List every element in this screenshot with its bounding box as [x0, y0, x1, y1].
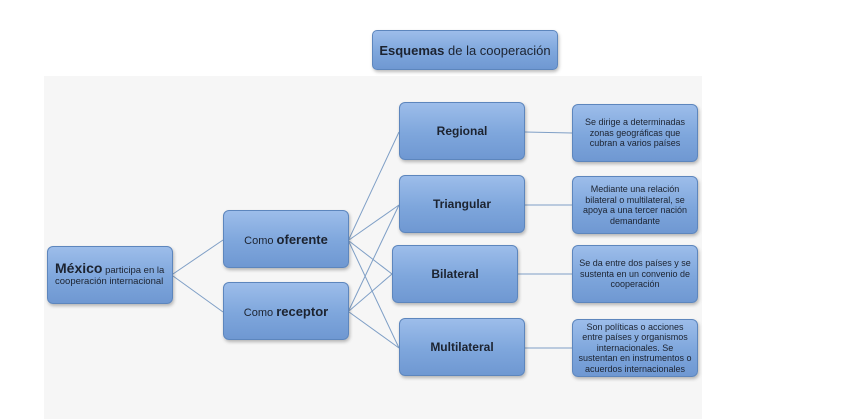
- desc-node-bilateral: Se da entre dos países y se sustenta en …: [572, 245, 698, 303]
- scheme-node-bilateral: Bilateral: [392, 245, 518, 303]
- role-node-receptor: Como receptor: [223, 282, 349, 340]
- role-oferente-prefix: Como: [244, 234, 277, 247]
- desc-triangular-text: Mediante una relación bilateral o multil…: [582, 184, 688, 226]
- role-node-oferente: Como oferente: [223, 210, 349, 268]
- connector-oferente-regional: [348, 131, 400, 240]
- root-node-mexico: México participa en la cooperación inter…: [47, 246, 173, 304]
- desc-bilateral-text: Se da entre dos países y se sustenta en …: [579, 258, 691, 290]
- connector-receptor-bilateral: [348, 273, 393, 312]
- scheme-node-multilateral: Multilateral: [399, 318, 525, 376]
- role-receptor-prefix: Como: [243, 306, 277, 319]
- scheme-node-triangular: Triangular: [399, 175, 525, 233]
- root-node-bold: México: [55, 260, 103, 276]
- connector-regional-desc: [524, 131, 573, 134]
- scheme-node-regional: Regional: [399, 102, 525, 160]
- diagram-title-rest: de la cooperación: [444, 42, 551, 58]
- scheme-bilateral-label: Bilateral: [431, 267, 479, 281]
- connector-oferente-triangular: [348, 204, 400, 241]
- connector-receptor-multilateral: [348, 311, 400, 349]
- root-node-rest: participa en la cooperación internaciona…: [55, 265, 165, 287]
- role-receptor-bold: receptor: [276, 303, 329, 319]
- connector-oferente-multilateral: [348, 241, 400, 349]
- connector-oferente-bilateral: [348, 240, 393, 275]
- desc-multilateral-text: Son políticas o acciones entre países y …: [578, 321, 692, 374]
- scheme-triangular-label: Triangular: [432, 197, 491, 211]
- diagram-title: Esquemas de la cooperación: [372, 30, 558, 70]
- desc-regional-text: Se dirige a determinadas zonas geográfic…: [584, 117, 686, 149]
- connector-root-oferente: [172, 239, 224, 275]
- scheme-multilateral-label: Multilateral: [430, 340, 494, 354]
- desc-node-triangular: Mediante una relación bilateral o multil…: [572, 176, 698, 234]
- connector-root-receptor: [172, 275, 224, 313]
- desc-node-multilateral: Son políticas o acciones entre países y …: [572, 319, 698, 377]
- role-oferente-bold: oferente: [276, 231, 328, 247]
- diagram-title-bold: Esquemas: [379, 42, 445, 58]
- scheme-regional-label: Regional: [436, 124, 488, 138]
- desc-node-regional: Se dirige a determinadas zonas geográfic…: [572, 104, 698, 162]
- connector-receptor-triangular: [348, 204, 400, 311]
